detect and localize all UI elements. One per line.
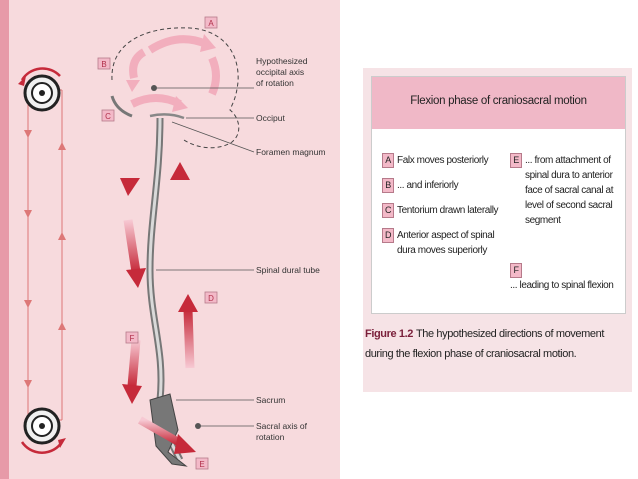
sacral-axis-point (195, 423, 201, 429)
legend-title: Flexion phase of craniosacral motion (410, 95, 587, 107)
legend-title-bar: Flexion phase of craniosacral motion (372, 77, 625, 129)
label-sacrum: Sacrum (256, 395, 285, 405)
left-border-strip (0, 0, 9, 479)
letter-box-f: F (125, 331, 139, 344)
arrow-up-upper-head (170, 162, 190, 180)
caption-text: The hypothesized directions of movement … (365, 328, 604, 360)
arrow-c-head (172, 96, 188, 112)
arrow-f-head (122, 384, 142, 404)
arrow-a-head (200, 34, 216, 52)
arrow-down-upper-head (120, 178, 140, 196)
frame-arrowheads (24, 130, 66, 388)
letter-box-d: D (204, 291, 218, 304)
arrow-c (130, 94, 182, 108)
letter-box-e: E (195, 457, 209, 470)
letter-box-c: C (101, 109, 115, 122)
foramen-magnum-edge (149, 113, 185, 120)
arrow-b-head (126, 80, 140, 92)
arrow-down-mid-head (126, 268, 146, 288)
legend-item-b: B... and inferiorly (382, 178, 459, 193)
arrow-e-head (174, 434, 196, 454)
label-occiput: Occiput (256, 113, 285, 123)
craniosacral-diagram: A B C D F E Hypothesized occipital axis … (0, 0, 325, 479)
arrow-a-top (147, 35, 208, 54)
skull-dashed-outline (111, 27, 240, 149)
foramen-magnum-leader (171, 121, 255, 153)
letter-box-a: A (204, 16, 218, 29)
occipital-axis-point (151, 85, 157, 91)
sacrum-bone (149, 393, 188, 467)
label-occipital-axis: Hypothesized occipital axis of rotation (256, 56, 310, 88)
svg-text:F: F (130, 334, 135, 343)
upper-rotation-wheel (18, 67, 61, 112)
svg-text:D: D (208, 294, 214, 303)
svg-text:E: E (199, 460, 204, 469)
figure-number: Figure 1.2 (365, 328, 413, 340)
occiput-bone (110, 95, 133, 118)
letter-box-b: B (97, 57, 111, 70)
figure-left-panel: A B C D F E Hypothesized occipital axis … (0, 0, 340, 479)
arrow-down-mid (123, 219, 141, 273)
svg-text:B: B (101, 60, 106, 69)
label-spinal-dural-tube: Spinal dural tube (256, 265, 320, 275)
arrow-e (138, 416, 184, 448)
arrow-a-side (208, 56, 220, 96)
arrow-f (127, 339, 141, 387)
label-foramen-magnum: Foramen magnum (256, 147, 325, 157)
svg-text:A: A (208, 19, 214, 28)
legend-item-f: F... leading to spinal flexion (510, 263, 614, 291)
lower-rotation-wheel (20, 407, 66, 454)
arrow-d-head (178, 294, 198, 312)
svg-text:C: C (105, 112, 111, 121)
arrow-b (129, 48, 147, 79)
arrow-d (183, 309, 195, 369)
label-sacral-axis: Sacral axis of rotation (256, 421, 309, 442)
